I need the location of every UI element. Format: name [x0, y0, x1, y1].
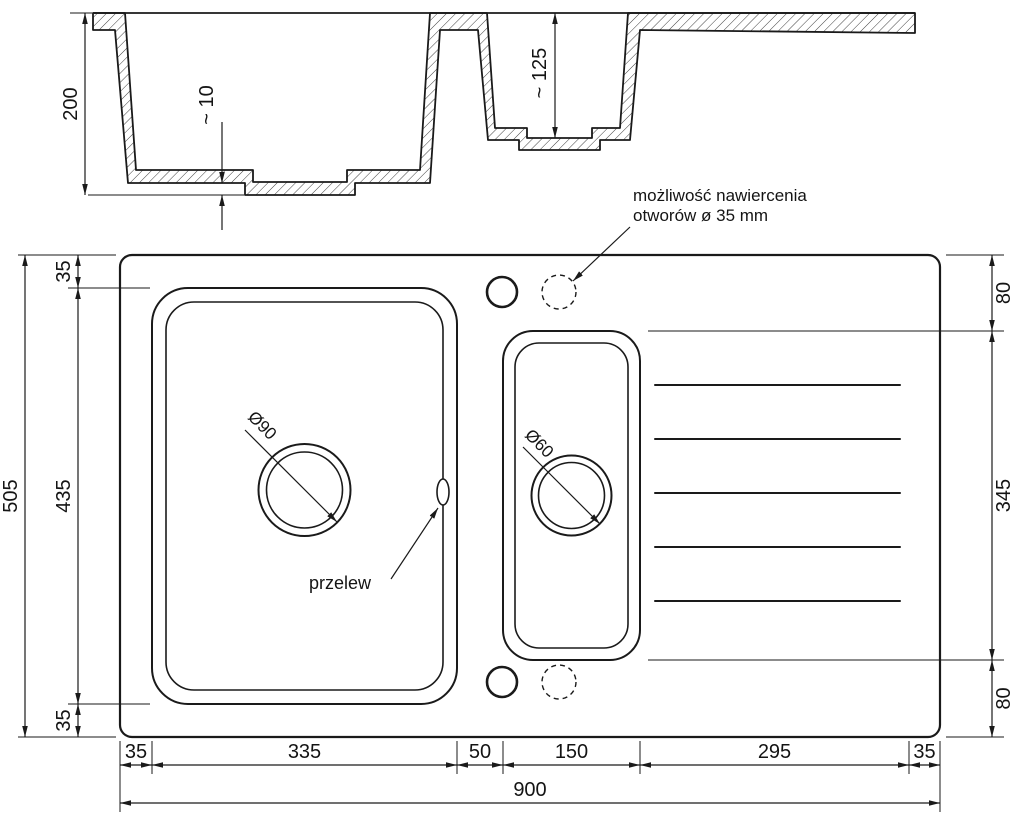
small-drain-diameter-leader — [522, 446, 601, 525]
dim-bottom-6-label: 35 — [913, 741, 935, 763]
plan-view: Ø90 przelew Ø60 możliwość nawiercenia ot… — [118, 186, 942, 739]
dim-step-depth-label: ~ 10 — [196, 85, 218, 124]
main-drain-diameter-leader — [244, 429, 338, 523]
section-view: 200 ~ 10 ~ 125 — [60, 12, 916, 230]
dim-bottom-3-label: 50 — [469, 741, 491, 763]
optional-hole-bottom — [541, 664, 577, 700]
dim-depth-main-label: 200 — [60, 87, 82, 120]
drill-note-line1: możliwość nawiercenia — [633, 186, 807, 205]
main-drain-outer — [257, 443, 352, 537]
dim-bottom-4-label: 150 — [555, 741, 588, 763]
dim-width-total-label: 900 — [513, 779, 546, 801]
plan-dimensions: 505 35 435 35 80 345 80 35 — [0, 254, 1015, 812]
small-bowl-inner — [514, 342, 629, 649]
dim-right-middle-label: 345 — [993, 479, 1015, 512]
overflow-hole — [436, 478, 450, 506]
sink-outline — [118, 253, 942, 739]
dim-left-top-label: 35 — [53, 260, 75, 282]
dim-left-middle-label: 435 — [53, 479, 75, 512]
dim-small-bowl-depth-label: ~ 125 — [529, 48, 551, 99]
optional-hole-top — [541, 274, 577, 310]
main-bowl-inner — [165, 301, 444, 691]
small-drain-inner — [537, 461, 606, 530]
small-drain-diameter-label: Ø60 — [521, 425, 557, 461]
drainer-grooves — [654, 384, 901, 602]
main-drain-inner — [265, 451, 344, 529]
dim-right-top-label: 80 — [993, 282, 1015, 304]
dim-bottom-2-label: 335 — [288, 741, 321, 763]
main-bowl-outer — [151, 287, 458, 705]
dim-height-total-label: 505 — [0, 479, 22, 512]
section-material — [92, 12, 916, 196]
dim-left-bottom-label: 35 — [53, 709, 75, 731]
overflow-leader — [390, 507, 439, 580]
dim-bottom-5-label: 295 — [758, 741, 791, 763]
overflow-label: przelew — [309, 573, 372, 593]
main-drain-diameter-label: Ø90 — [244, 407, 280, 443]
drill-note-line2: otworów ø 35 mm — [633, 206, 768, 225]
tap-hole-bottom — [485, 665, 519, 699]
dim-bottom-1-label: 35 — [125, 741, 147, 763]
tap-hole-top — [485, 275, 519, 309]
small-bowl-outer — [502, 330, 641, 661]
drill-note-leader — [572, 226, 631, 282]
small-drain-outer — [530, 454, 613, 537]
dim-right-bottom-label: 80 — [993, 687, 1015, 709]
